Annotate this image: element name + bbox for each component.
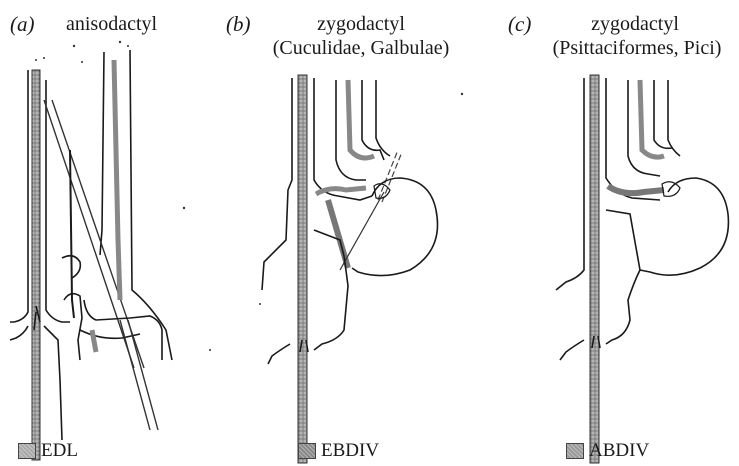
panel-c-inner-sheath-1 [628, 80, 660, 176]
panel-b-dashed-tendon [378, 150, 402, 202]
panel-c-inner-sheath-3 [668, 80, 680, 156]
panel-a-lower-diagonal-2 [128, 320, 158, 430]
panel-b-ebdiv-wrap [316, 188, 366, 194]
panel-a-ebdiv-lower [92, 330, 96, 352]
legend-item-edl: EDL [18, 440, 78, 462]
panel-b-inner-sheath-3 [376, 80, 390, 156]
panel-a-edl-tendon [32, 70, 40, 460]
legend-swatch-edl [18, 443, 36, 459]
panel-a-drawing [10, 50, 172, 460]
panel-a-outer-sheath [130, 50, 172, 360]
panel-c-edl-tendon [590, 75, 599, 463]
panel-c-knot [662, 182, 680, 197]
panel-a-lower-diagonal [120, 320, 150, 430]
legend-swatch-abdiv [566, 443, 584, 459]
panel-b-sheath-right [314, 78, 372, 200]
panel-c-inner-sheath-2 [654, 80, 672, 148]
legend-swatch-ebdiv [298, 443, 316, 459]
legend-item-abdiv: ABDIV [566, 440, 649, 462]
panel-a-sheath-left [10, 70, 28, 322]
panel-c-lower-toe [606, 210, 640, 344]
panel-a-toe-left [44, 326, 62, 440]
panel-b-drawing [262, 75, 438, 463]
panel-a-abdiv-tendon [70, 150, 74, 318]
scan-specks [35, 41, 463, 351]
panel-b-diagonal-2 [340, 192, 384, 270]
panel-c-sheath-right [606, 78, 660, 200]
panel-c-abdiv-tendon [608, 186, 664, 193]
legend-item-ebdiv: EBDIV [298, 440, 379, 462]
panel-b-edl-tendon [298, 75, 307, 463]
panel-b-lower-toe-2 [268, 344, 290, 364]
panel-c-drawing [556, 75, 728, 463]
legend-label-ebdiv: EBDIV [321, 440, 379, 462]
panel-a-diagonal-1 [44, 100, 134, 368]
panel-c-lower-toe-2 [560, 340, 584, 360]
panel-c-sheath-left [556, 78, 584, 290]
panel-a-ebdiv-tendon [114, 60, 120, 300]
legend-label-edl: EDL [41, 440, 78, 462]
panel-a-sheath-left-lower [10, 326, 28, 340]
panel-b-ebdiv-tendon [348, 80, 374, 158]
legend-label-abdiv: ABDIV [589, 440, 649, 462]
panel-b-sheath-left [262, 78, 292, 290]
panel-a-inner-sheath [100, 52, 104, 255]
